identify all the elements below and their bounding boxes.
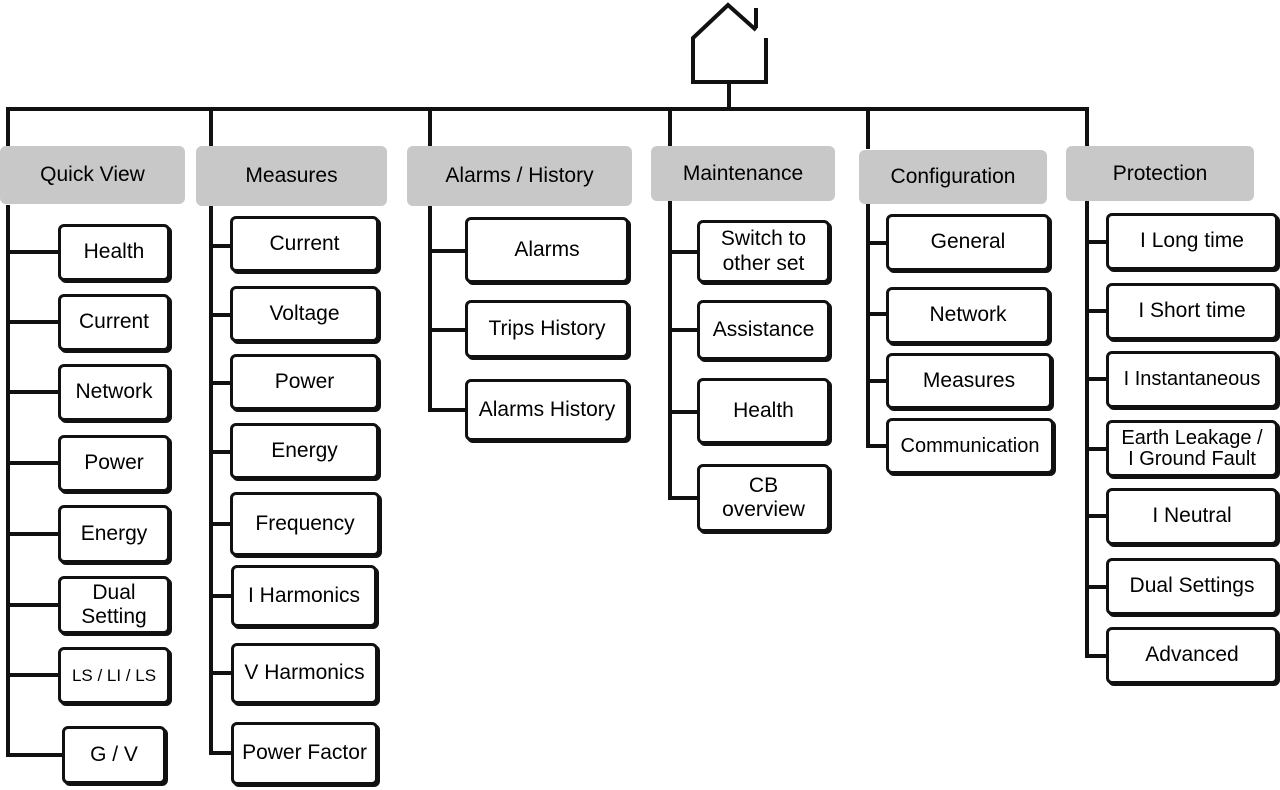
configuration-measures[interactable]: Measures <box>886 353 1052 409</box>
bus-line <box>6 107 1089 111</box>
protection-i-short-time[interactable]: I Short time <box>1106 283 1278 340</box>
branch-line <box>1085 309 1109 313</box>
branch-line <box>6 673 60 677</box>
configuration-communication[interactable]: Communication <box>886 418 1054 474</box>
branch-line <box>209 450 233 454</box>
alarms-trips-history[interactable]: Trips History <box>465 300 629 358</box>
branch-line <box>1085 585 1109 589</box>
branch-line <box>209 751 233 755</box>
measures-v-harmonics[interactable]: V Harmonics <box>231 643 378 704</box>
branch-line <box>1085 654 1109 658</box>
trunk-line <box>727 82 731 110</box>
maintenance-assistance[interactable]: Assistance <box>697 300 830 360</box>
protection-advanced[interactable]: Advanced <box>1106 627 1278 684</box>
maintenance-health[interactable]: Health <box>697 378 830 444</box>
drop-line <box>866 107 870 149</box>
header-protection[interactable]: Protection <box>1066 146 1254 201</box>
branch-line <box>209 313 233 317</box>
branch-line <box>668 328 700 332</box>
protection-i-instantaneous[interactable]: I Instantaneous <box>1106 351 1278 408</box>
maintenance-switch-to-other-set[interactable]: Switch to other set <box>697 220 830 283</box>
branch-line <box>866 379 888 383</box>
quick-view-health[interactable]: Health <box>58 224 170 281</box>
branch-line <box>6 603 60 607</box>
branch-line <box>209 381 233 385</box>
branch-line <box>668 410 700 414</box>
drop-line <box>209 107 213 149</box>
drop-line <box>668 107 672 149</box>
measures-voltage[interactable]: Voltage <box>230 286 379 342</box>
spine-line <box>1085 200 1089 657</box>
branch-line <box>866 312 888 316</box>
alarms-alarms-history[interactable]: Alarms History <box>465 379 629 441</box>
branch-line <box>866 444 888 448</box>
branch-line <box>1085 514 1109 518</box>
measures-power[interactable]: Power <box>230 354 379 410</box>
branch-line <box>6 390 60 394</box>
configuration-network[interactable]: Network <box>886 287 1050 344</box>
alarms-alarms[interactable]: Alarms <box>465 217 629 283</box>
spine-line <box>428 205 432 412</box>
drop-line <box>1085 107 1089 149</box>
header-maintenance[interactable]: Maintenance <box>651 146 835 201</box>
spine-line <box>668 200 672 500</box>
branch-line <box>668 496 700 500</box>
branch-line <box>428 328 468 332</box>
measures-i-harmonics[interactable]: I Harmonics <box>231 565 377 627</box>
spine-line <box>866 203 870 447</box>
quick-view-g-v[interactable]: G / V <box>62 726 166 784</box>
protection-earth-leakage[interactable]: Earth Leakage / I Ground Fault <box>1106 420 1278 477</box>
protection-dual-settings[interactable]: Dual Settings <box>1106 558 1278 615</box>
branch-line <box>866 241 888 245</box>
measures-energy[interactable]: Energy <box>230 423 379 479</box>
branch-line <box>6 532 60 536</box>
branch-line <box>1085 377 1109 381</box>
branch-line <box>6 320 60 324</box>
measures-frequency[interactable]: Frequency <box>230 492 380 556</box>
branch-line <box>1085 447 1109 451</box>
branch-line <box>668 250 700 254</box>
quick-view-power[interactable]: Power <box>58 435 170 492</box>
spine-line <box>209 205 213 755</box>
quick-view-current[interactable]: Current <box>58 294 170 351</box>
protection-i-neutral[interactable]: I Neutral <box>1106 488 1278 545</box>
quick-view-dual-setting[interactable]: Dual Setting <box>58 576 170 634</box>
quick-view-ls-li-ls[interactable]: LS / LI / LS <box>58 647 170 704</box>
measures-current[interactable]: Current <box>230 216 379 272</box>
header-measures[interactable]: Measures <box>196 146 387 206</box>
branch-line <box>428 408 468 412</box>
branch-line <box>209 522 233 526</box>
home-icon <box>691 2 768 84</box>
header-configuration[interactable]: Configuration <box>859 150 1047 204</box>
header-quick-view[interactable]: Quick View <box>0 146 185 204</box>
protection-i-long-time[interactable]: I Long time <box>1106 213 1278 270</box>
configuration-general[interactable]: General <box>886 214 1050 271</box>
branch-line <box>6 461 60 465</box>
measures-power-factor[interactable]: Power Factor <box>231 722 378 785</box>
maintenance-cb-overview[interactable]: CB overview <box>697 464 830 532</box>
branch-line <box>209 244 233 248</box>
branch-line <box>6 753 64 757</box>
branch-line <box>428 249 468 253</box>
header-alarms-history[interactable]: Alarms / History <box>407 146 632 206</box>
branch-line <box>6 250 60 254</box>
drop-line <box>6 107 10 149</box>
drop-line <box>428 107 432 149</box>
spine-line <box>6 205 10 757</box>
quick-view-network[interactable]: Network <box>58 364 170 421</box>
quick-view-energy[interactable]: Energy <box>58 505 170 563</box>
branch-line <box>1085 240 1109 244</box>
branch-line <box>209 671 233 675</box>
branch-line <box>209 594 233 598</box>
